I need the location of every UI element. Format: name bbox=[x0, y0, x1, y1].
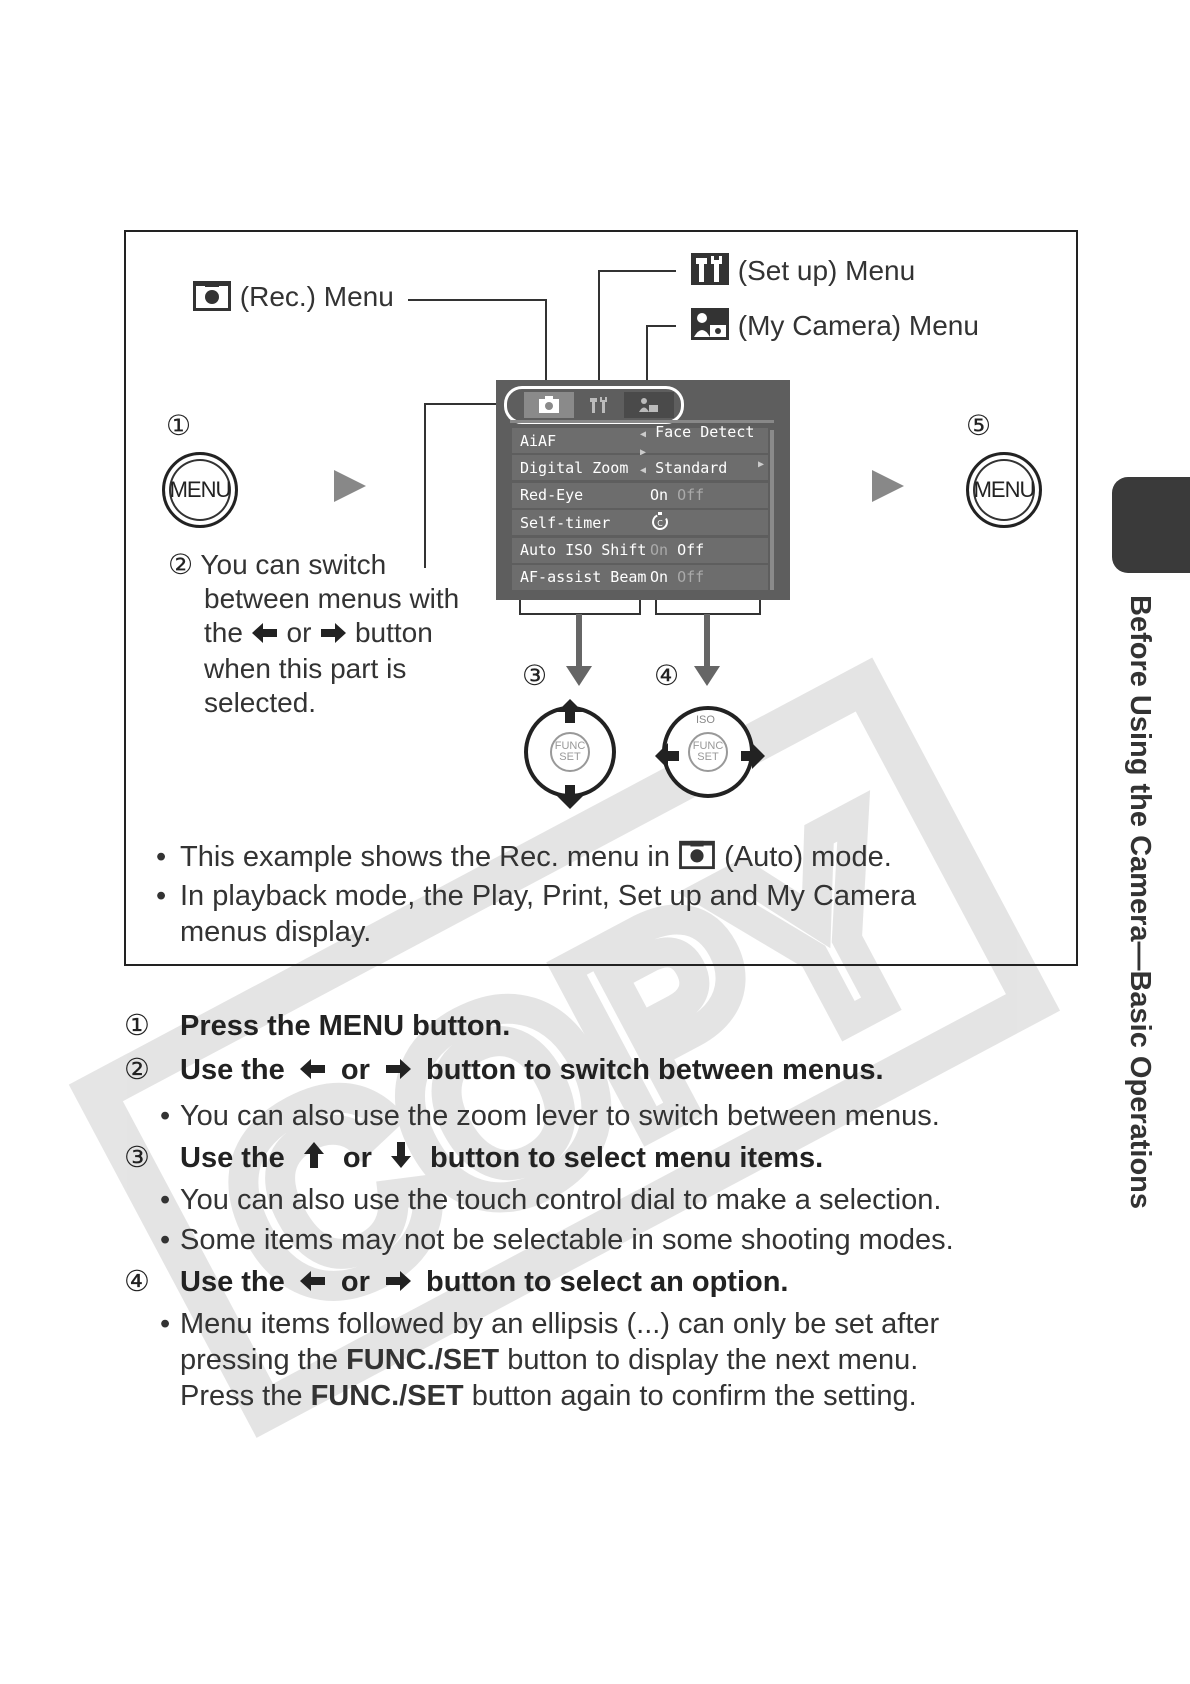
menu-rows: AiAF◀ Face Detect ▶ Digital Zoom◀ Standa… bbox=[512, 428, 768, 592]
setup-menu-label: (Set up) Menu bbox=[690, 252, 915, 293]
tab-rec[interactable] bbox=[524, 392, 574, 418]
left-arrow-icon bbox=[299, 1267, 327, 1300]
menu-button-label: MENU bbox=[170, 477, 231, 503]
camera-lcd-screen: AiAF◀ Face Detect ▶ Digital Zoom◀ Standa… bbox=[496, 380, 790, 600]
wrench-icon bbox=[690, 252, 730, 293]
step-2-note: •You can also use the zoom lever to swit… bbox=[160, 1098, 940, 1134]
leader-line bbox=[424, 403, 500, 405]
bullet-playback-menus: •In playback mode, the Play, Print, Set … bbox=[156, 878, 916, 950]
step-3-note: •Some items may not be selectable in som… bbox=[160, 1222, 954, 1258]
left-arrow-icon bbox=[299, 1055, 327, 1088]
tab-setup[interactable] bbox=[574, 392, 624, 418]
up-arrow-icon bbox=[303, 1141, 325, 1177]
right-chevron-icon: ▶ bbox=[758, 459, 764, 470]
step-number-1: ① bbox=[166, 409, 191, 442]
step-number-4: ④ bbox=[654, 659, 679, 692]
left-arrow-icon bbox=[251, 618, 279, 652]
camera-icon bbox=[538, 396, 560, 414]
step-3-note: •You can also use the touch control dial… bbox=[160, 1182, 941, 1218]
rec-menu-label: (Rec.) Menu bbox=[192, 278, 394, 319]
right-arrow-icon bbox=[384, 1055, 412, 1088]
camera-icon bbox=[678, 838, 716, 879]
wrench-icon bbox=[588, 396, 610, 414]
menu-row-aiaf[interactable]: AiAF◀ Face Detect ▶ bbox=[512, 428, 768, 453]
right-arrow-icon bbox=[384, 1267, 412, 1300]
side-chapter-title: Before Using the Camera—Basic Operations bbox=[1118, 595, 1158, 1275]
svg-text:C: C bbox=[657, 519, 663, 528]
mycamera-icon bbox=[638, 396, 660, 414]
right-arrow-icon bbox=[319, 618, 347, 652]
scrollbar[interactable] bbox=[770, 430, 774, 590]
leader-line bbox=[598, 270, 600, 385]
bracket-arrows bbox=[510, 600, 790, 690]
leader-line bbox=[408, 299, 546, 301]
mycamera-menu-label: (My Camera) Menu bbox=[690, 307, 979, 348]
step-number-2: ② bbox=[168, 548, 193, 581]
menu-button[interactable]: MENU bbox=[162, 452, 238, 528]
down-arrow-icon bbox=[556, 784, 584, 810]
switch-menus-note: ② You can switch between menus with the … bbox=[168, 548, 459, 720]
left-chevron-icon: ◀ bbox=[640, 465, 646, 476]
left-chevron-icon: ◀ bbox=[640, 429, 646, 440]
menu-button-label: MENU bbox=[974, 477, 1035, 503]
leader-line bbox=[545, 299, 547, 385]
tab-mycamera[interactable] bbox=[624, 392, 674, 418]
self-timer-icon: C bbox=[650, 511, 670, 535]
up-arrow-icon bbox=[556, 698, 584, 724]
step-4-note: •Menu items followed by an ellipsis (...… bbox=[160, 1306, 939, 1414]
menu-button[interactable]: MENU bbox=[966, 452, 1042, 528]
chapter-tab bbox=[1112, 477, 1190, 573]
camera-icon bbox=[192, 278, 232, 319]
menu-row-digital-zoom[interactable]: Digital Zoom◀ Standard▶ bbox=[512, 455, 768, 480]
down-arrow-icon bbox=[390, 1141, 412, 1177]
leader-line bbox=[646, 325, 676, 327]
bullet-rec-menu-example: •This example shows the Rec. menu in (Au… bbox=[156, 838, 892, 879]
step-number-5: ⑤ bbox=[966, 409, 991, 442]
menu-tabs bbox=[524, 392, 674, 418]
left-arrow-icon bbox=[654, 742, 680, 770]
leader-line bbox=[598, 270, 676, 272]
right-arrow-icon bbox=[740, 742, 766, 770]
mycamera-icon bbox=[690, 307, 730, 348]
play-arrow-icon bbox=[334, 470, 366, 502]
iso-label: ISO bbox=[696, 714, 715, 726]
leader-line bbox=[646, 325, 648, 385]
play-arrow-icon bbox=[872, 470, 904, 502]
leader-line bbox=[424, 403, 426, 568]
step-number-3: ③ bbox=[522, 659, 547, 692]
